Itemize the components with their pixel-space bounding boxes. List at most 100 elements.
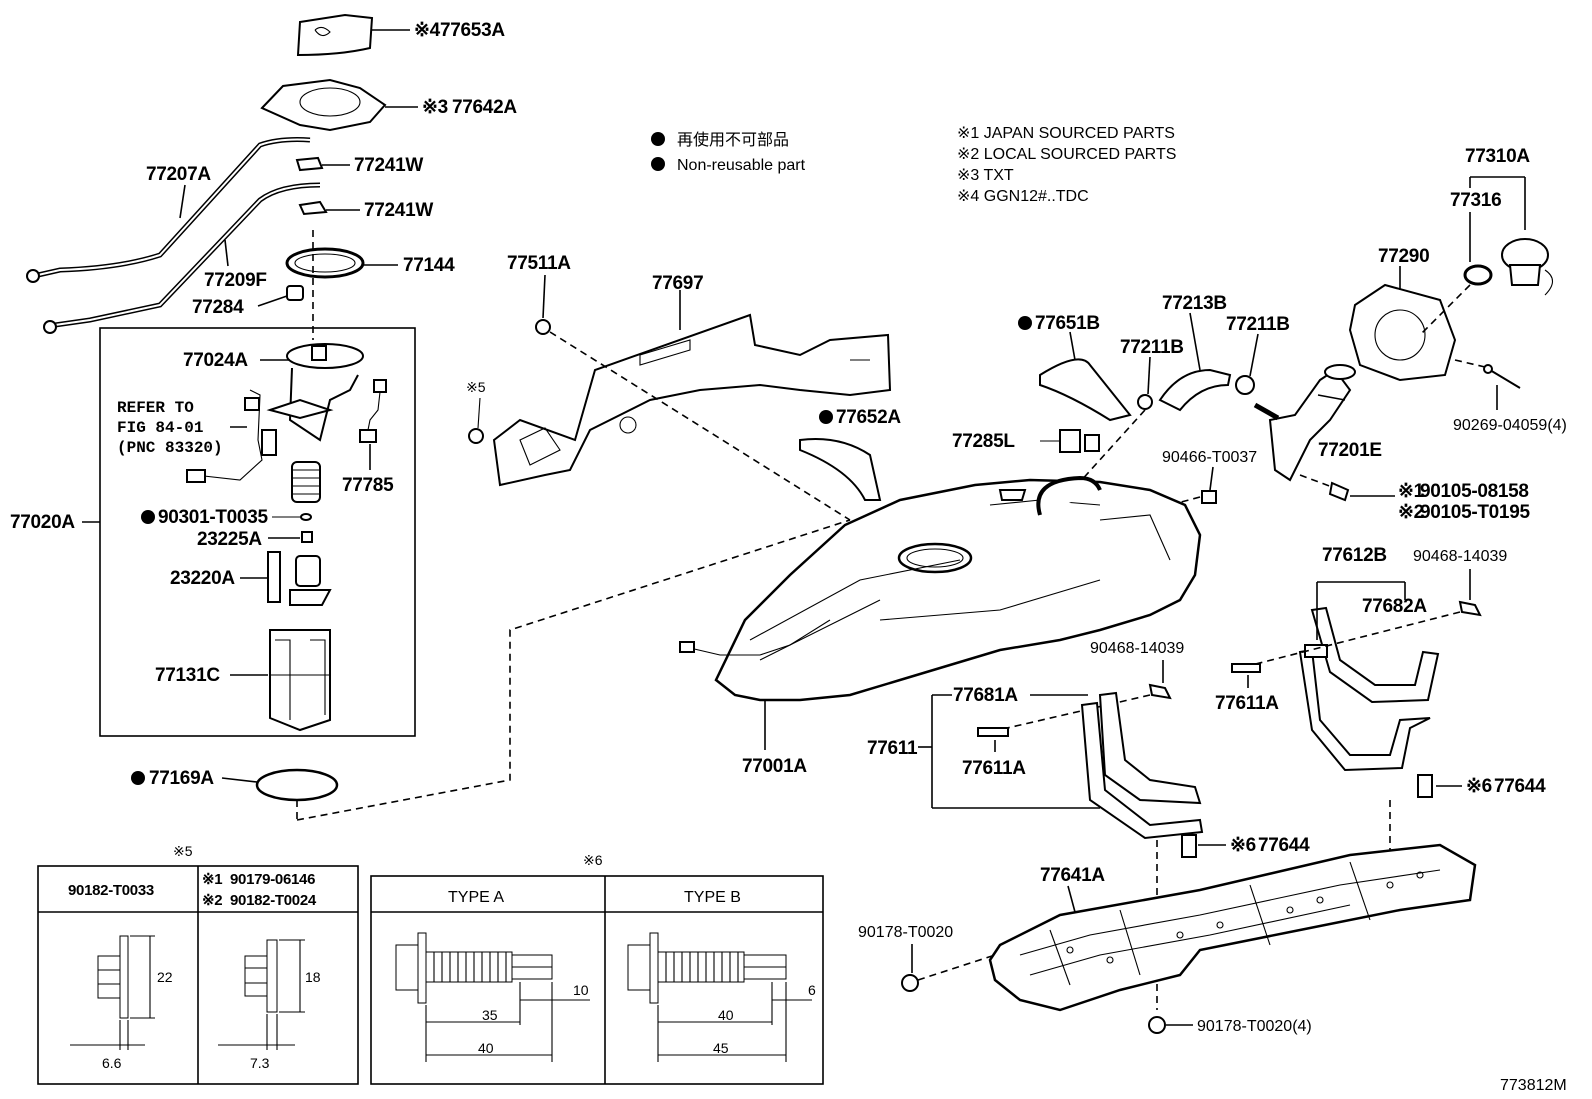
part-label-77209F: 77209F	[204, 270, 267, 291]
under-cover-77641A-drawing	[988, 843, 1477, 1012]
legend-note-4: ※4 GGN12#..TDC	[957, 188, 1089, 205]
bolt-77644-drawing	[1181, 834, 1197, 858]
mark-90105-1: ※1	[1398, 481, 1425, 502]
legend-nonreusable-jp: 再使用不可部品	[677, 131, 789, 149]
bolt-77644-drawing	[1417, 774, 1433, 798]
sender-gauge-77024A-drawing	[186, 343, 364, 483]
part-label-77001A: 77001A	[742, 756, 807, 777]
part-label-77020A: 77020A	[10, 512, 75, 533]
table5-col2a-header: 90179-06146	[230, 871, 315, 888]
filler-housing-77290-drawing	[1348, 283, 1457, 382]
valve-77285L-drawing	[1040, 429, 1100, 453]
part-label-77211B-2: 77211B	[1226, 314, 1290, 335]
table6-marker: ※6	[583, 852, 603, 868]
table6-type-a-header: TYPE A	[448, 889, 504, 906]
bolt-77611A-drawing	[1231, 663, 1261, 673]
fuel-tank-77001A-drawing	[679, 475, 1202, 702]
cover-77653A-drawing	[296, 13, 374, 57]
mark-77644-2: ※6	[1230, 835, 1256, 856]
part-label-77644-1: 77644	[1494, 776, 1546, 797]
part-label-77681A: 77681A	[953, 685, 1018, 706]
part-label-77611: 77611	[867, 738, 918, 759]
table5-dim1-height: 22	[157, 969, 173, 985]
nonreusable-dot-icon	[141, 510, 155, 524]
part-label-77641A: 77641A	[1040, 865, 1105, 886]
part-label-77644-2: 77644	[1258, 835, 1310, 856]
pump-bracket-77131C-drawing	[269, 629, 331, 732]
table5-marker: ※5	[173, 843, 193, 859]
refer-text-line3: (PNC 83320)	[117, 439, 223, 457]
table5-col1-header: 90182-T0033	[68, 882, 154, 899]
nut-90178-drawing	[901, 974, 919, 992]
cushion-drawing	[301, 531, 313, 543]
part-label-90105-2: 90105-T0195	[1420, 502, 1530, 523]
note5-marker: ※5	[466, 379, 486, 395]
clip-77241W-drawing	[295, 156, 328, 216]
part-label-77653A: 77653A	[440, 20, 505, 41]
refer-text-line1: REFER TO	[117, 399, 194, 417]
mark-90105-2: ※2	[1398, 502, 1424, 523]
table6-a-len-dim: 40	[478, 1040, 494, 1056]
table5-dim2-width: 7.3	[250, 1055, 270, 1071]
mark-77644-1: ※6	[1466, 776, 1492, 797]
part-label-77024A: 77024A	[183, 350, 248, 371]
part-label-77611A-1: 77611A	[1215, 693, 1279, 714]
table6-type-b-header: TYPE B	[684, 889, 741, 906]
bolt-77611A-drawing	[977, 727, 1009, 737]
legend: 再使用不可部品 Non-reusable part ※1 JAPAN SOURC…	[651, 125, 1176, 205]
table5-col2b-header: 90182-T0024	[230, 892, 317, 909]
pad-77651B-drawing	[1039, 358, 1132, 422]
filler-pipe-77201E-drawing	[1253, 364, 1356, 482]
table6-a-tip-dim: 10	[573, 982, 589, 998]
part-label-77682A: 77682A	[1362, 596, 1427, 617]
part-label-90468-2: 90468-14039	[1090, 640, 1184, 657]
part-label-77697: 77697	[652, 273, 703, 294]
part-label-77285L: 77285L	[952, 431, 1015, 452]
clip-90468-drawing	[1458, 600, 1482, 617]
part-label-23220A: 23220A	[170, 568, 235, 589]
part-label-77290: 77290	[1378, 246, 1429, 267]
legend-note-2: ※2 LOCAL SOURCED PARTS	[957, 146, 1176, 163]
part-label-23225A: 23225A	[197, 529, 262, 550]
figure-id: 773812M	[1500, 1077, 1567, 1094]
part-label-77652A: 77652A	[836, 407, 901, 428]
mark-77642A: ※3	[422, 97, 448, 118]
part-label-77169A: 77169A	[149, 768, 214, 789]
gasket-77316-drawing	[1463, 264, 1493, 286]
protector-77697-drawing	[492, 313, 892, 487]
hose-77213B-drawing	[1137, 368, 1255, 412]
part-label-77241W-1: 77241W	[354, 155, 423, 176]
part-label-77144: 77144	[403, 255, 455, 276]
part-label-77211B-1: 77211B	[1120, 337, 1184, 358]
bolt-type-a-drawing	[395, 932, 553, 1004]
clamp-90466-drawing	[1201, 490, 1217, 504]
table5-col2b-mark: ※2	[202, 892, 222, 909]
part-label-77213B: 77213B	[1162, 293, 1227, 314]
part-label-77611A-2: 77611A	[962, 758, 1026, 779]
part-label-77201E: 77201E	[1318, 440, 1382, 461]
nonreusable-dot-icon	[651, 157, 665, 171]
part-label-77642A: 77642A	[452, 97, 517, 118]
nonreusable-dot-icon	[131, 771, 145, 785]
table6-a-mid-dim: 35	[482, 1007, 498, 1023]
nonreusable-dot-icon	[819, 410, 833, 424]
table6-b-len-dim: 45	[713, 1040, 729, 1056]
clip-90468-drawing	[1148, 683, 1172, 700]
part-label-90301: 90301-T0035	[158, 507, 268, 528]
part-label-90178: 90178-T0020	[858, 924, 953, 941]
bolt-90105-drawing	[1328, 481, 1350, 502]
band-77681A-drawing	[1080, 691, 1204, 840]
table-note5: ※5 90182-T0033 ※1 90179-06146 ※2 90182-T…	[37, 843, 359, 1085]
fuel-filter-drawing	[291, 461, 321, 503]
table5-dim2-height: 18	[305, 969, 321, 985]
part-77284-drawing	[286, 285, 304, 301]
part-label-77316: 77316	[1450, 190, 1501, 211]
band-77612B-drawing	[1298, 606, 1440, 772]
nonreusable-dot-icon	[1018, 316, 1032, 330]
fuel-cap-drawing	[1501, 238, 1554, 296]
wire-harness-77785-drawing	[359, 379, 387, 443]
part-label-77207A: 77207A	[146, 164, 211, 185]
legend-nonreusable-en: Non-reusable part	[677, 157, 806, 174]
legend-note-3: ※3 TXT	[957, 167, 1014, 184]
